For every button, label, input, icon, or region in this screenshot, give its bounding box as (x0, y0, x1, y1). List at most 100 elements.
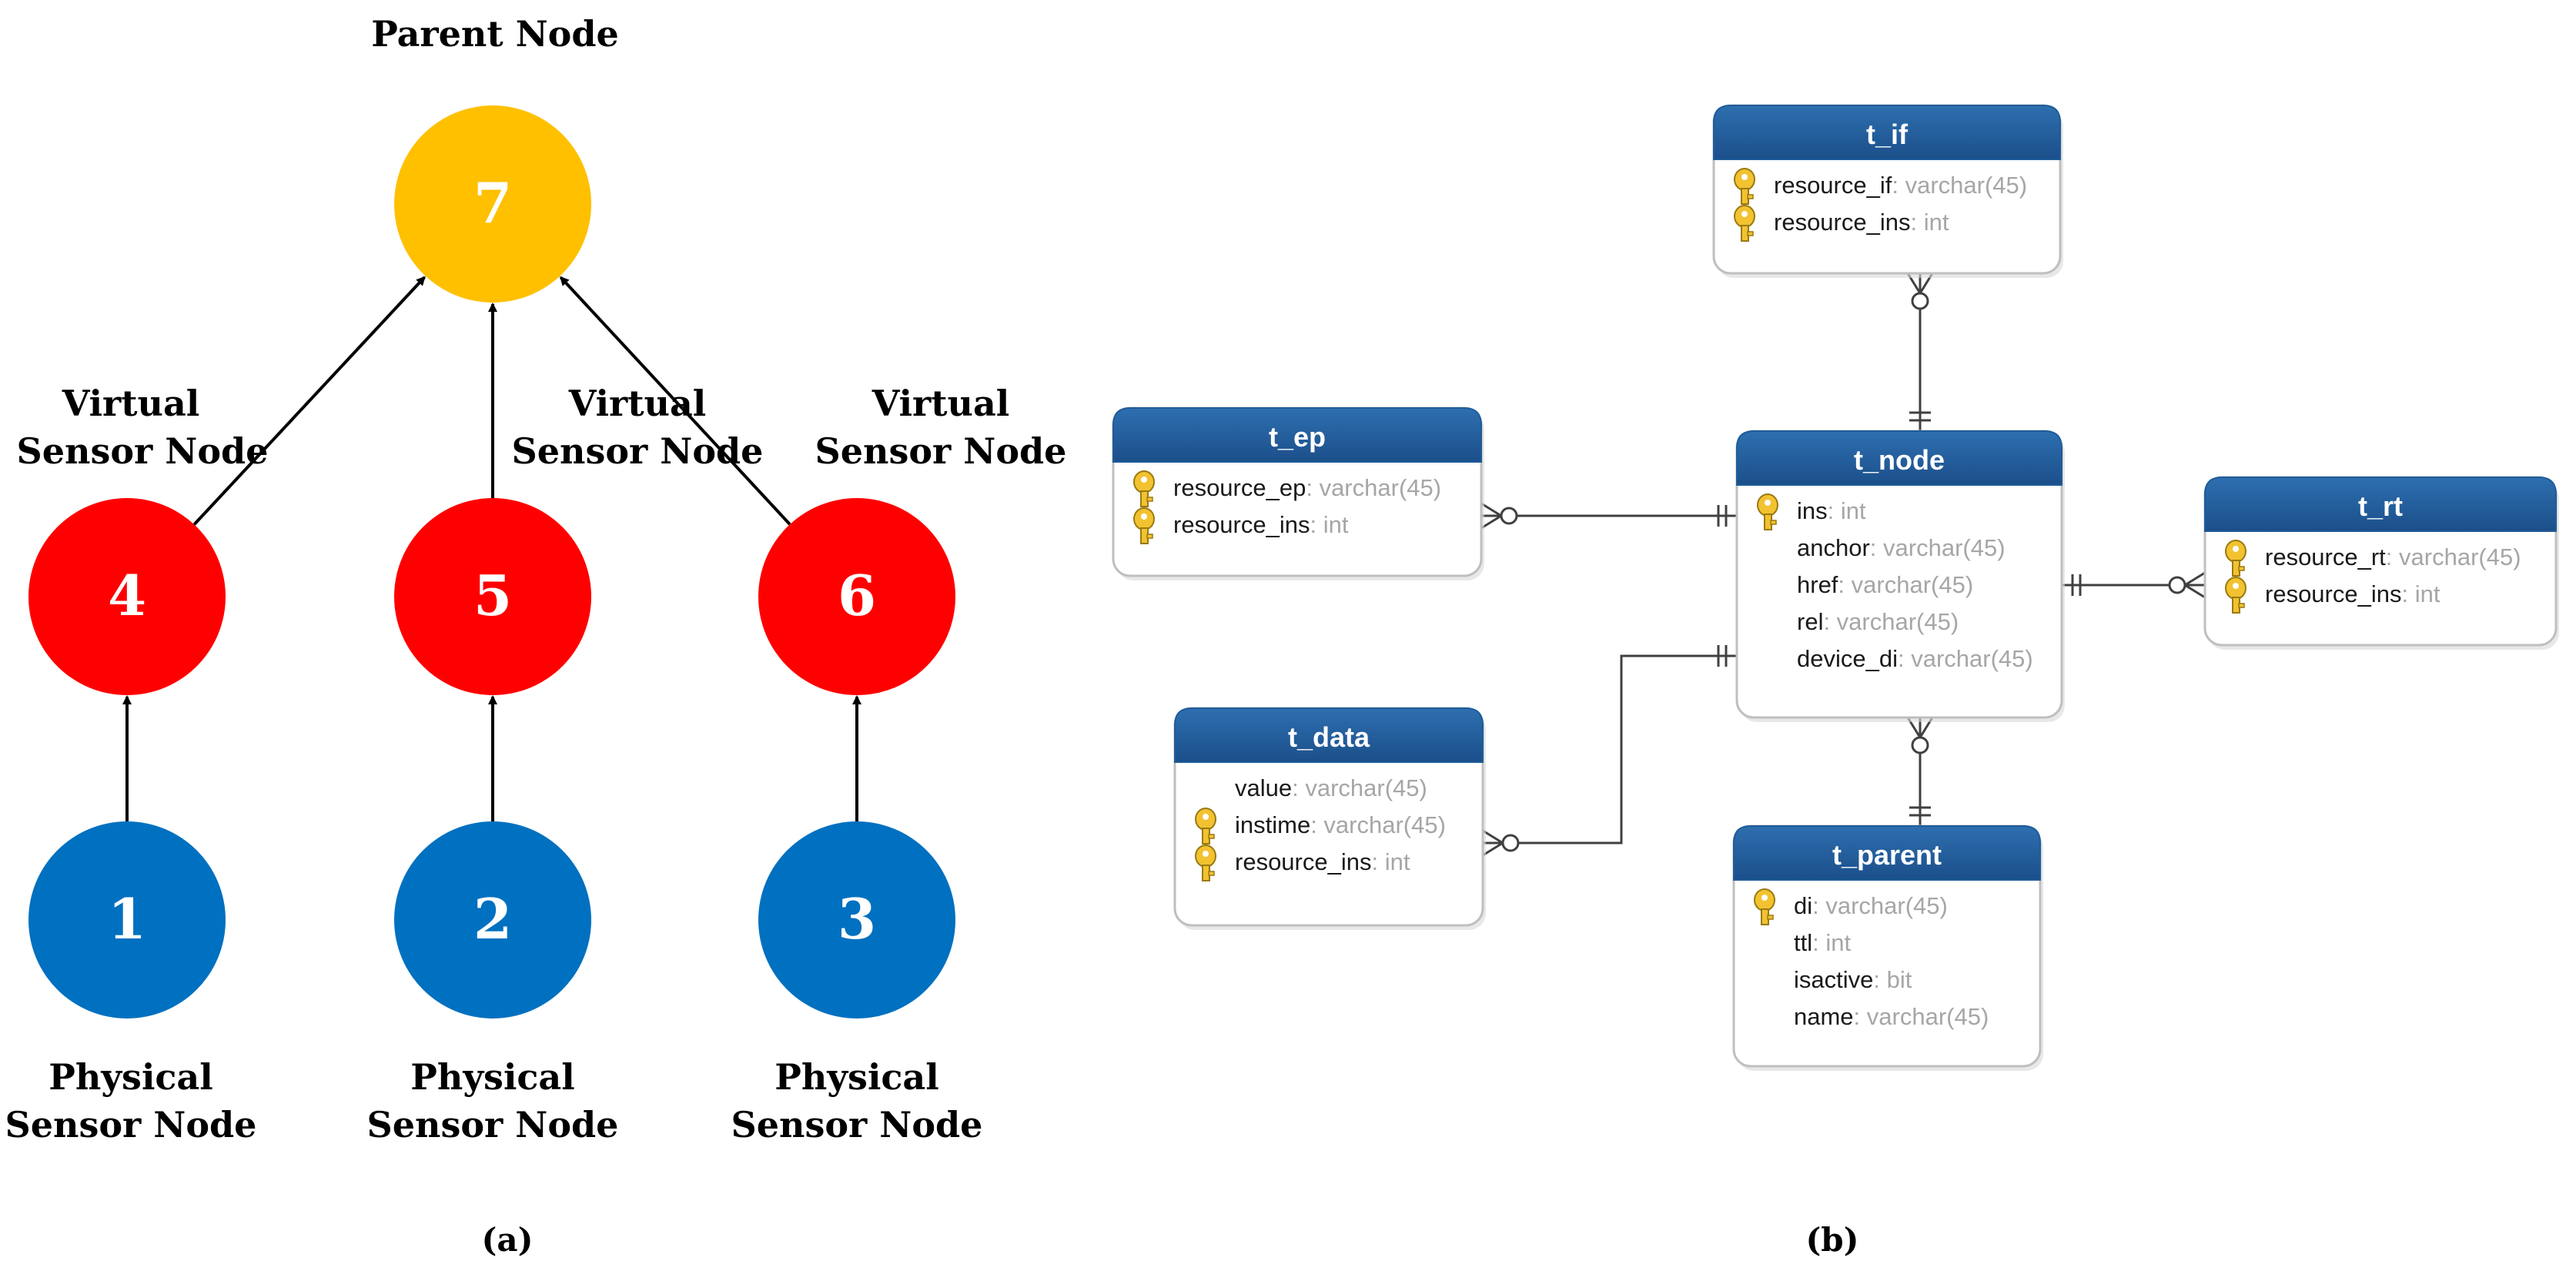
virtual-label-5-line2: Sensor Node (512, 430, 764, 472)
field-type: : varchar(45) (1310, 811, 1446, 838)
primary-key-icon (2225, 577, 2246, 614)
caption-a: (a) (482, 1221, 534, 1259)
node-1: 1 (28, 821, 226, 1018)
field-name: di (1794, 892, 1812, 919)
primary-key-icon (1754, 888, 1775, 925)
field-name: href (1797, 571, 1838, 598)
node-number-3: 3 (838, 886, 876, 952)
field-type: : int (1812, 929, 1851, 956)
field-row: resource_ins: int (1774, 209, 1949, 236)
field-row: instime: varchar(45) (1235, 811, 1446, 838)
field-name: name (1794, 1003, 1854, 1030)
tree-edges (122, 276, 861, 821)
node-circle-1 (28, 821, 226, 1018)
field-name: isactive (1794, 966, 1873, 993)
field-name: resource_ins (1235, 848, 1371, 875)
field-name: resource_ins (1774, 209, 1910, 236)
field-type: : varchar(45) (1898, 645, 2033, 672)
field-row: href: varchar(45) (1797, 571, 1973, 598)
node-number-6: 6 (838, 563, 876, 628)
node-number-4: 4 (108, 563, 146, 628)
field-type: : int (1828, 497, 1866, 524)
field-row: ins: int (1797, 497, 1866, 524)
field-type: : varchar(45) (1306, 474, 1441, 501)
field-type: : varchar(45) (1870, 534, 2006, 561)
node-circle-7 (394, 105, 591, 303)
field-name: ins (1797, 497, 1828, 524)
node-circle-2 (394, 821, 591, 1018)
table-title: t_if (1866, 119, 1909, 150)
table-header (1713, 105, 2061, 160)
field-type: : bit (1873, 966, 1912, 993)
field-type: : varchar(45) (1838, 571, 1973, 598)
field-row: device_di: varchar(45) (1797, 645, 2033, 672)
field-type: : varchar(45) (1812, 892, 1948, 919)
table-header (2204, 477, 2557, 532)
field-type: : varchar(45) (2386, 544, 2521, 570)
table-t-ep: t_ep resource_ep: varchar(45) resource_ins… (1112, 406, 1484, 580)
parent-node-label: Parent Node (371, 13, 619, 55)
relationship-lines (1480, 273, 2206, 857)
field-type: : int (1371, 848, 1410, 875)
field-name: device_di (1797, 645, 1898, 672)
primary-key-icon (1133, 507, 1155, 544)
node-2: 2 (394, 821, 591, 1018)
node-number-1: 1 (108, 886, 146, 952)
edge-6-to-7 (559, 276, 791, 526)
node-7: 7 (394, 105, 591, 303)
primary-key-icon (1757, 493, 1778, 530)
table-header (1112, 407, 1482, 463)
table-t-rt: t_rt resource_rt: varchar(45) resource_ins… (2203, 476, 2559, 650)
field-name: resource_ep (1173, 474, 1306, 501)
field-row: value: varchar(45) (1235, 774, 1427, 801)
field-row: rel: varchar(45) (1797, 608, 1959, 635)
field-type: : varchar(45) (1292, 774, 1427, 801)
physical-label-3-line2: Sensor Node (731, 1104, 983, 1146)
table-title: t_rt (2358, 490, 2403, 522)
node-circle-4 (28, 498, 226, 695)
field-type: : varchar(45) (1854, 1003, 1989, 1030)
field-row: resource_ins: int (1173, 511, 1349, 538)
relation-t-node-t-if (1906, 273, 1934, 431)
node-number-2: 2 (473, 886, 512, 952)
virtual-label-5-line1: Virtual (568, 383, 707, 424)
field-row: name: varchar(45) (1794, 1003, 1989, 1030)
node-circle-5 (394, 498, 591, 695)
node-number-5: 5 (473, 563, 512, 628)
table-title: t_data (1288, 721, 1370, 753)
table-title: t_ep (1269, 421, 1326, 453)
tree-nodes: 7 4 5 6 1 2 3 (28, 105, 955, 1018)
primary-key-icon (1734, 168, 1755, 205)
field-name: rel (1797, 608, 1823, 635)
table-title: t_node (1854, 444, 1945, 476)
field-type: : int (2401, 580, 2440, 607)
physical-label-3-line1: Physical (774, 1056, 938, 1098)
relation-t-node-t-data (1482, 645, 1737, 857)
virtual-label-6-line1: Virtual (871, 383, 1010, 424)
field-row: resource_if: varchar(45) (1774, 172, 2027, 199)
field-name: resource_if (1774, 172, 1892, 199)
table-header (1174, 707, 1484, 763)
virtual-label-4-line2: Sensor Node (17, 430, 269, 472)
edge-4-to-7 (192, 276, 426, 526)
physical-label-2-line1: Physical (410, 1056, 574, 1098)
field-row: resource_ins: int (2265, 580, 2441, 607)
field-name: resource_rt (2265, 544, 2386, 570)
primary-key-icon (1195, 808, 1216, 845)
field-name: resource_ins (2265, 580, 2401, 607)
field-name: resource_ins (1173, 511, 1310, 538)
table-header (1733, 825, 2041, 881)
node-circle-6 (758, 498, 955, 695)
primary-key-icon (1734, 205, 1755, 242)
node-5: 5 (394, 498, 591, 695)
field-type: : int (1310, 511, 1348, 538)
node-4: 4 (28, 498, 226, 695)
field-type: : varchar(45) (1823, 608, 1959, 635)
field-row: ttl: int (1794, 929, 1851, 956)
